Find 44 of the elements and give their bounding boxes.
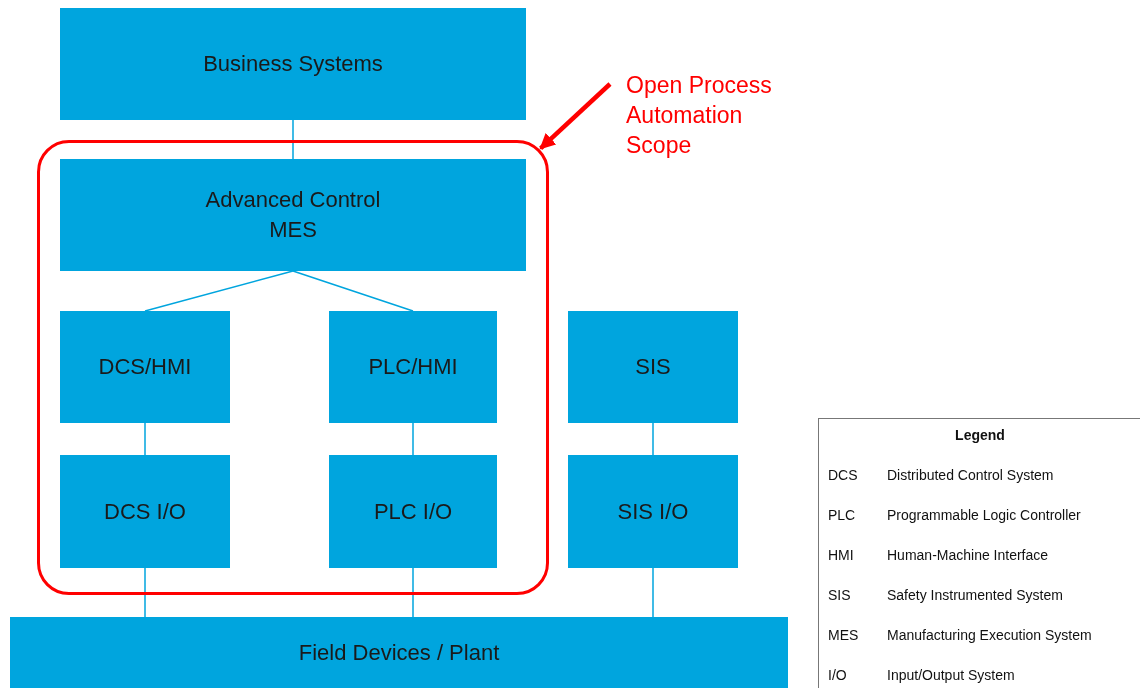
box-label: MES	[269, 216, 317, 244]
system-box	[10, 617, 788, 688]
box-label: PLC/HMI	[368, 353, 458, 381]
connector-line	[144, 567, 146, 618]
definition: Programmable Logic Controller	[887, 507, 1081, 523]
box-label: PLC I/O	[373, 497, 453, 526]
system-box	[60, 8, 526, 120]
connector-line	[144, 270, 294, 312]
system-box	[568, 311, 738, 423]
system-box	[329, 311, 497, 423]
system-box	[60, 455, 230, 568]
definition: Manufacturing Execution System	[887, 627, 1092, 643]
box-label: Field Devices / Plant	[298, 638, 500, 667]
abbreviation: DCS	[828, 467, 858, 483]
connector-line	[412, 567, 414, 618]
connector-line	[144, 422, 146, 456]
abbreviation: I/O	[828, 667, 847, 683]
connector-line	[292, 119, 294, 160]
connector-line	[412, 422, 414, 456]
legend-title: Legend	[954, 427, 1006, 443]
abbreviation: PLC	[828, 507, 856, 523]
definition: Distributed Control System	[887, 467, 1054, 483]
callout-arrow	[539, 82, 612, 151]
abbreviation: MES	[828, 627, 859, 643]
system-box	[60, 311, 230, 423]
system-box	[329, 455, 497, 568]
abbreviation: HMI	[828, 547, 854, 563]
callout-text: Open Process Automation Scope	[626, 70, 801, 160]
system-box	[60, 159, 526, 271]
definition: Input/Output System	[887, 667, 1015, 683]
box-label: DCS I/O	[104, 497, 186, 526]
box-label: DCS/HMI	[98, 353, 192, 381]
definition: Safety Instrumented System	[887, 587, 1063, 603]
connector-line	[292, 270, 414, 312]
scope-boundary	[37, 140, 549, 595]
box-label: SIS I/O	[617, 497, 689, 526]
connector-line	[652, 422, 654, 456]
connector-line	[652, 567, 654, 618]
system-box	[568, 455, 738, 568]
box-label: Business Systems	[203, 50, 383, 78]
box-label: Advanced Control	[205, 186, 381, 214]
abbreviation: SIS	[828, 587, 851, 603]
box-label: SIS	[635, 353, 671, 381]
definition: Human-Machine Interface	[887, 547, 1049, 563]
